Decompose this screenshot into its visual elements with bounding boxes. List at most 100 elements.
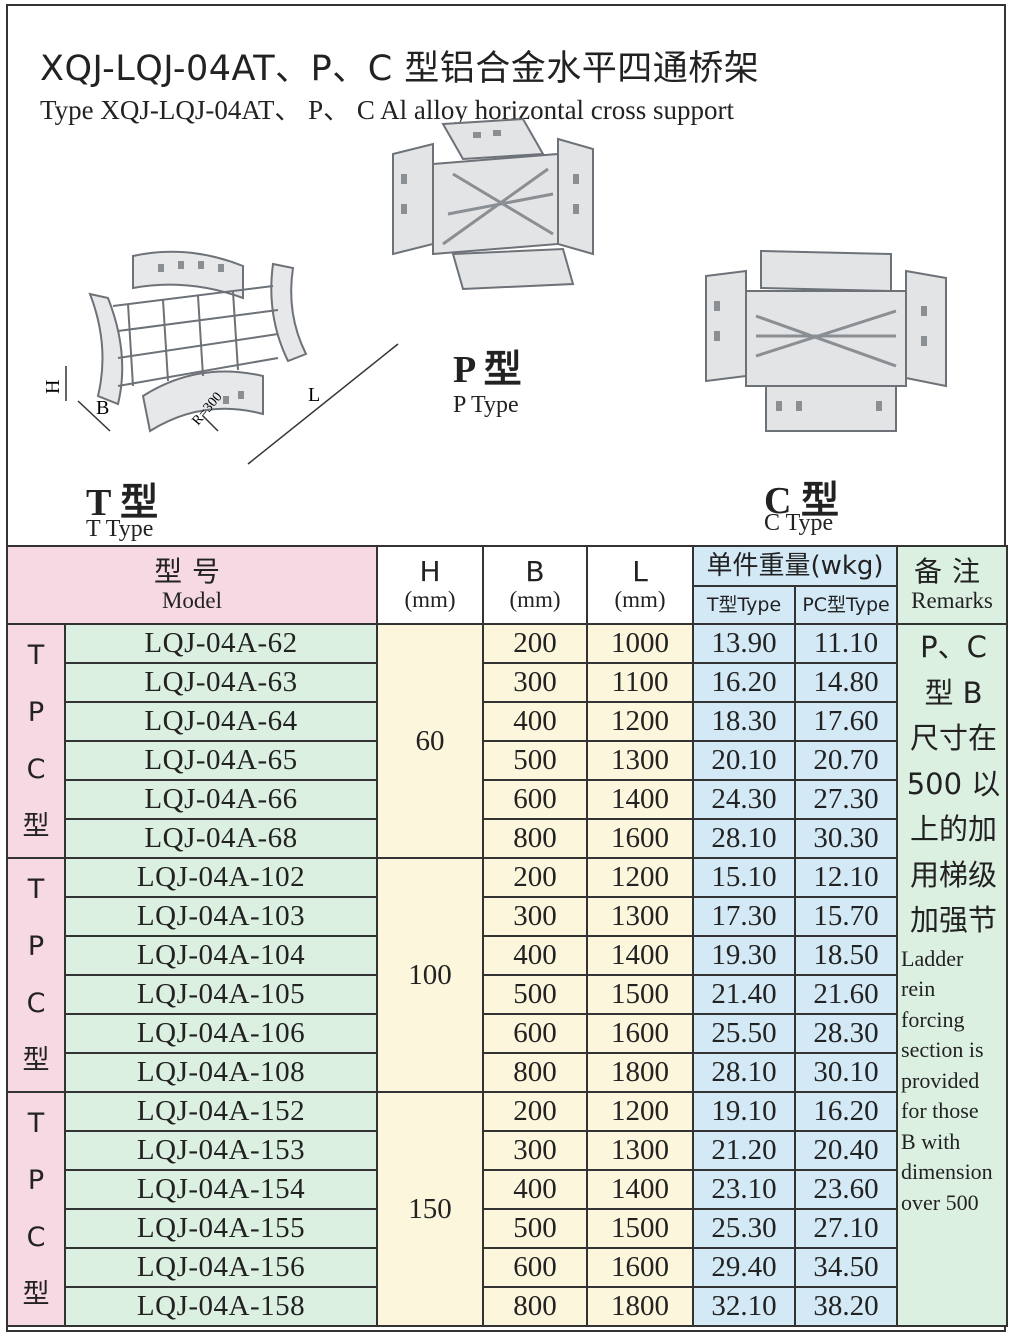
b-cell: 600 <box>482 779 589 820</box>
header-l: L (mm) <box>586 545 695 625</box>
remark-cn-line: 用梯级 <box>910 857 998 892</box>
l-cell: 1200 <box>586 857 695 898</box>
weight-pc-cell: 30.30 <box>794 818 899 859</box>
model-cell: LQJ-04A-154 <box>63 1169 379 1210</box>
header-b: B (mm) <box>482 545 589 625</box>
weight-t-cell: 13.90 <box>692 623 797 664</box>
weight-t-cell: 25.50 <box>692 1013 797 1054</box>
l-cell: 1500 <box>586 1208 695 1249</box>
remark-en-line: rein <box>901 976 936 1001</box>
h-cell: 100 <box>376 857 485 1093</box>
weight-t-cell: 21.20 <box>692 1130 797 1171</box>
weight-pc-cell: 11.10 <box>794 623 899 664</box>
header-h-label: H <box>419 555 441 588</box>
dim-h-label: H <box>42 380 64 394</box>
header-b-unit: (mm) <box>509 587 561 612</box>
page-frame: XQJ-LQJ-04AT、P、C 型铝合金水平四通桥架 Type XQJ-LQJ… <box>6 4 1006 1332</box>
group-type-letter: 型 <box>22 1279 50 1310</box>
weight-t-cell: 19.30 <box>692 935 797 976</box>
remark-cn-line: 尺寸在 <box>910 721 998 755</box>
header-weight-t: T型Type <box>692 585 797 625</box>
remark-cn-line: 上的加 <box>910 812 998 846</box>
weight-pc-cell: 23.60 <box>794 1169 899 1210</box>
weight-pc-cell: 21.60 <box>794 974 899 1015</box>
remark-cn-line: 加强节 <box>910 903 998 937</box>
remark-cn-line: P、C <box>920 630 987 664</box>
b-cell: 800 <box>482 1286 589 1327</box>
l-cell: 1200 <box>586 1091 695 1132</box>
remark-en-line: for those <box>901 1098 979 1123</box>
weight-t-cell: 28.10 <box>692 1052 797 1093</box>
model-cell: LQJ-04A-105 <box>63 974 379 1015</box>
p-type-illustration <box>392 117 594 291</box>
b-cell: 200 <box>482 857 589 898</box>
weight-pc-cell: 14.80 <box>794 662 899 703</box>
l-cell: 1300 <box>586 896 695 937</box>
header-remarks-cn: 备注 <box>914 555 991 588</box>
remark-en-line: dimension <box>901 1159 993 1184</box>
weight-t-cell: 20.10 <box>692 740 797 781</box>
b-cell: 800 <box>482 818 589 859</box>
group-type-letter: C <box>26 1222 46 1253</box>
model-cell: LQJ-04A-153 <box>63 1130 379 1171</box>
l-cell: 1200 <box>586 701 695 742</box>
header-weight-pc: PC型Type <box>794 585 899 625</box>
weight-pc-cell: 18.50 <box>794 935 899 976</box>
l-cell: 1400 <box>586 935 695 976</box>
weight-t-cell: 18.30 <box>692 701 797 742</box>
model-cell: LQJ-04A-64 <box>63 701 379 742</box>
dim-b-label: B <box>96 397 109 419</box>
t-type-label-cn: T 型 <box>86 482 159 524</box>
model-cell: LQJ-04A-103 <box>63 896 379 937</box>
model-cell: LQJ-04A-66 <box>63 779 379 820</box>
model-cell: LQJ-04A-106 <box>63 1013 379 1054</box>
weight-pc-cell: 16.20 <box>794 1091 899 1132</box>
weight-pc-cell: 27.10 <box>794 1208 899 1249</box>
t-type-illustration: H B R=300 L <box>42 250 399 465</box>
weight-pc-cell: 12.10 <box>794 857 899 898</box>
header-h: H (mm) <box>376 545 485 625</box>
model-cell: LQJ-04A-63 <box>63 662 379 703</box>
l-cell: 1500 <box>586 974 695 1015</box>
remark-en-line: forcing <box>901 1006 965 1032</box>
h-cell: 60 <box>376 623 485 859</box>
p-type-label-en: P Type <box>453 392 519 418</box>
weight-t-cell: 21.40 <box>692 974 797 1015</box>
group-type-letter: P <box>27 931 45 962</box>
b-cell: 300 <box>482 1130 589 1171</box>
b-cell: 600 <box>482 1013 589 1054</box>
dim-l-label: L <box>308 384 320 406</box>
weight-t-cell: 25.30 <box>692 1208 797 1249</box>
spec-table-wrap: 型号 Model H (mm) B (mm) L (mm) 单件重量(wkg) <box>5 545 1009 1327</box>
weight-t-cell: 17.30 <box>692 896 797 937</box>
model-cell: LQJ-04A-68 <box>63 818 379 859</box>
weight-pc-cell: 15.70 <box>794 896 899 937</box>
remark-en-line: Ladder <box>901 945 964 971</box>
group-type-letter: C <box>26 988 46 1019</box>
l-cell: 1600 <box>586 818 695 859</box>
b-cell: 300 <box>482 662 589 703</box>
remark-en-line: B with <box>901 1128 961 1154</box>
header-model-cn: 型号 <box>154 555 231 588</box>
header-remarks-en: Remarks <box>911 588 993 613</box>
b-cell: 200 <box>482 623 589 664</box>
group-type-letter: T <box>27 640 45 671</box>
b-cell: 400 <box>482 935 589 976</box>
b-cell: 300 <box>482 896 589 937</box>
remark-cn-line: 型 B <box>924 675 983 710</box>
l-cell: 1400 <box>586 1169 695 1210</box>
b-cell: 500 <box>482 740 589 781</box>
group-type-letter: T <box>27 1108 45 1139</box>
